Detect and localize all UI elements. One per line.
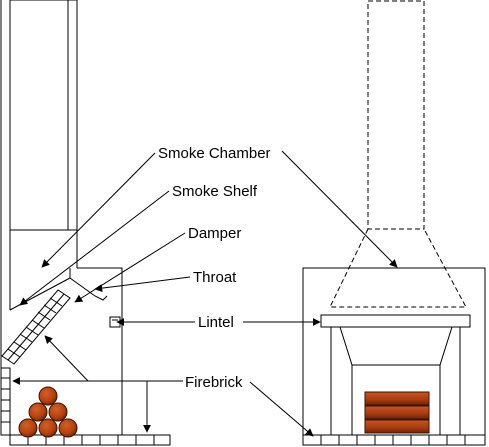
hearth-bricks-side	[9, 434, 171, 446]
log-stack	[18, 386, 78, 438]
lintel-front	[320, 314, 471, 328]
leader-arrows	[12, 150, 398, 437]
arrow-damper	[74, 232, 186, 303]
arrow-smoke-chamber-left	[41, 152, 156, 268]
arrow-firebrick-front	[249, 381, 314, 437]
log-planks-front	[364, 391, 430, 434]
front-elevation	[302, 0, 486, 436]
arrow-throat	[94, 276, 191, 293]
front-masonry	[77, 267, 123, 435]
firebox-left-splay	[339, 326, 353, 435]
label-lintel: Lintel	[198, 314, 234, 331]
hearth-bricks-front	[302, 434, 486, 446]
arrow-smoke-shelf	[19, 190, 170, 306]
firebox-right-splay	[439, 326, 453, 435]
sloped-firebrick-wall	[1, 289, 71, 365]
flue-liner	[9, 0, 78, 231]
label-smoke-chamber: Smoke Chamber	[158, 145, 271, 162]
label-throat: Throat	[193, 269, 237, 286]
side-section	[0, 0, 170, 436]
label-firebrick: Firebrick	[185, 374, 243, 391]
label-smoke-shelf: Smoke Shelf	[172, 183, 258, 200]
labels: Smoke Chamber Smoke Shelf Damper Throat …	[158, 145, 271, 391]
arrow-smoke-chamber-right	[281, 150, 398, 268]
damper-plate	[69, 268, 108, 301]
arrow-firebrick-slope	[44, 335, 89, 382]
label-damper: Damper	[188, 225, 241, 242]
chimney-stack-hidden	[367, 0, 425, 230]
firebrick-back-column	[0, 367, 11, 436]
